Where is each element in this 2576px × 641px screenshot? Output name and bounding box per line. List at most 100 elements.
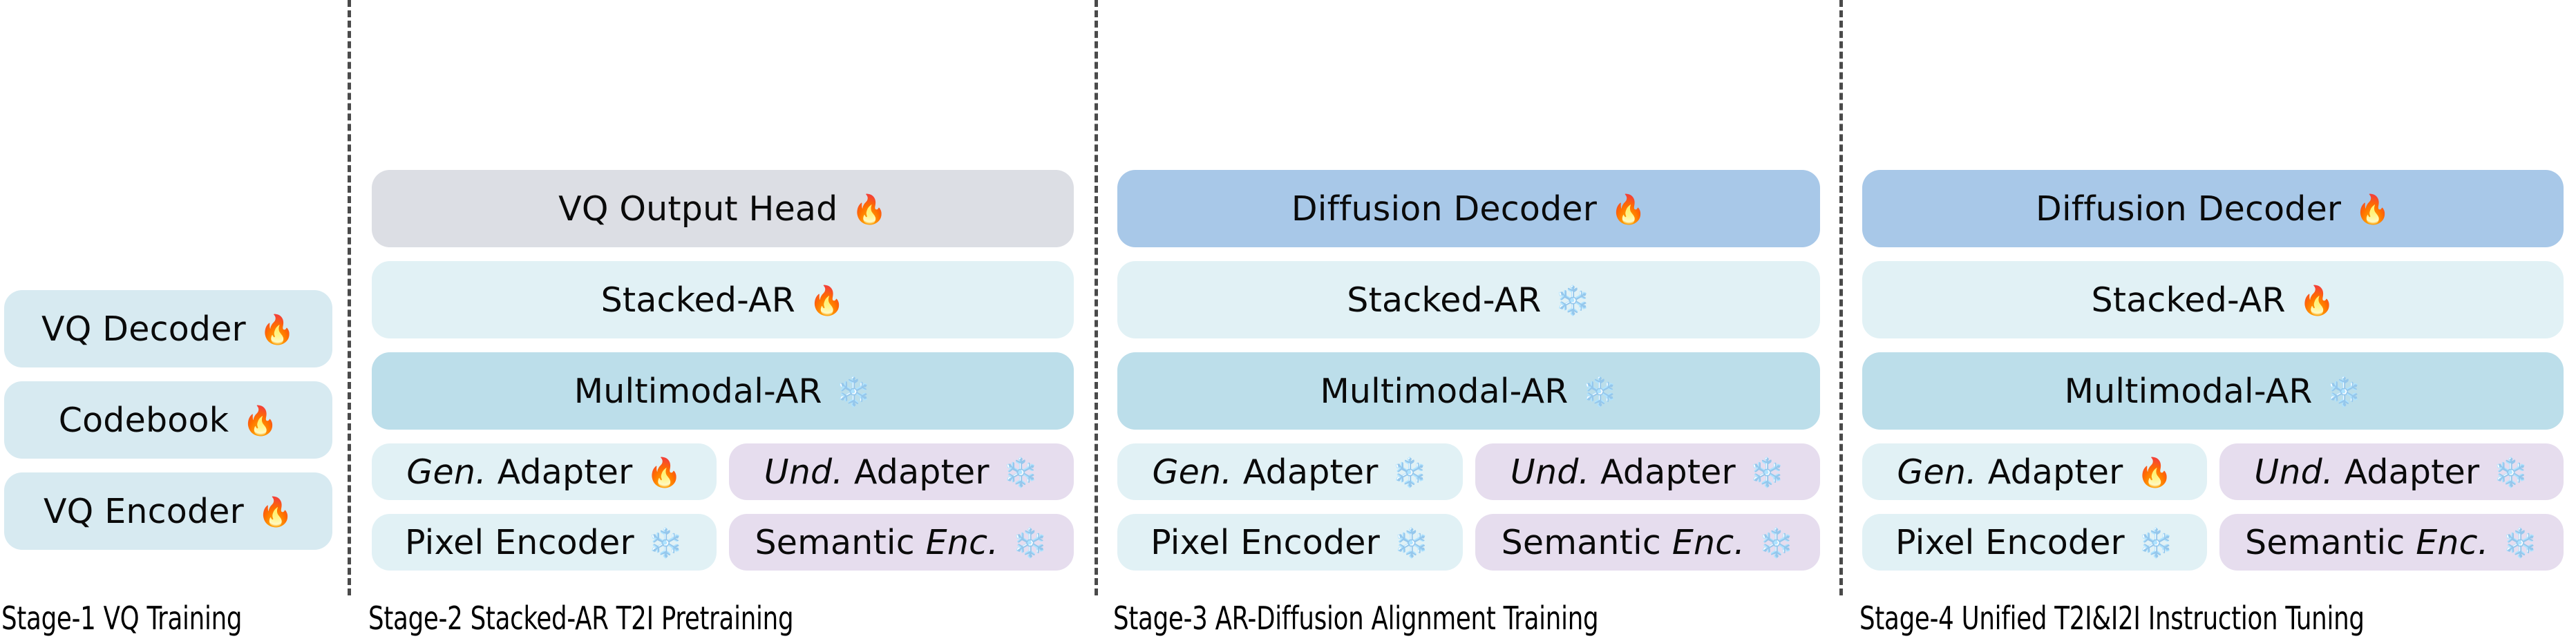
- stage-4-row-encoders: Pixel Encoder ❄️ Semantic Enc. ❄️: [1862, 514, 2564, 571]
- box-diffusion-decoder[interactable]: Diffusion Decoder 🔥: [1862, 170, 2564, 247]
- box-stacked-ar-label: Stacked-AR: [1347, 280, 1542, 320]
- snowflake-icon: ❄️: [1555, 283, 1591, 317]
- stage-2-column: VQ Output Head 🔥 Stacked-AR 🔥 Multimodal…: [351, 0, 1095, 641]
- fire-icon: 🔥: [2137, 455, 2172, 489]
- fire-icon: 🔥: [257, 495, 294, 528]
- box-multimodal-ar-label: Multimodal-AR: [574, 371, 822, 411]
- box-und-adapter[interactable]: Und. Adapter ❄️: [2219, 443, 2564, 500]
- stage-4-column: Diffusion Decoder 🔥 Stacked-AR 🔥 Multimo…: [1843, 0, 2576, 641]
- box-vq-output-head-label: VQ Output Head: [558, 189, 838, 229]
- snowflake-icon: ❄️: [1749, 455, 1785, 489]
- stage-4-caption: Stage-4 Unified T2I&I2I Instruction Tuni…: [1859, 600, 2365, 637]
- snowflake-icon: ❄️: [1393, 526, 1430, 559]
- box-gen-adapter[interactable]: Gen. Adapter 🔥: [371, 443, 717, 500]
- semantic-plain: Semantic: [755, 522, 926, 562]
- box-gen-adapter[interactable]: Gen. Adapter ❄️: [1117, 443, 1463, 500]
- und-adapter-italic: Und.: [1510, 452, 1590, 492]
- stage-2-row-multimodal-ar: Multimodal-AR ❄️: [371, 352, 1074, 430]
- box-stacked-ar[interactable]: Stacked-AR ❄️: [1117, 261, 1821, 338]
- stage-3-row-multimodal-ar: Multimodal-AR ❄️: [1117, 352, 1821, 430]
- box-multimodal-ar[interactable]: Multimodal-AR ❄️: [1117, 352, 1821, 430]
- box-codebook[interactable]: Codebook 🔥: [4, 381, 332, 459]
- box-vq-encoder-label: VQ Encoder: [43, 491, 244, 531]
- box-semantic-enc-label: Semantic Enc.: [1502, 526, 1745, 559]
- box-diffusion-decoder-label: Diffusion Decoder: [1291, 189, 1598, 229]
- box-semantic-enc[interactable]: Semantic Enc. ❄️: [728, 514, 1074, 571]
- snowflake-icon: ❄️: [2326, 374, 2362, 408]
- stage-4-row-stacked-ar: Stacked-AR 🔥: [1862, 261, 2564, 338]
- box-semantic-enc-label: Semantic Enc.: [2245, 526, 2489, 559]
- stage-3-row-adapters: Gen. Adapter ❄️ Und. Adapter ❄️: [1117, 443, 1821, 500]
- snowflake-icon: ❄️: [1003, 455, 1039, 489]
- gen-adapter-rest: Adapter: [486, 452, 633, 492]
- fire-icon: 🔥: [851, 192, 887, 226]
- stage-3-row-stacked-ar: Stacked-AR ❄️: [1117, 261, 1821, 338]
- snowflake-icon: ❄️: [2493, 455, 2529, 489]
- box-stacked-ar-label: Stacked-AR: [600, 280, 795, 320]
- stage-4-row-top: Diffusion Decoder 🔥: [1862, 170, 2564, 247]
- box-vq-decoder[interactable]: VQ Decoder 🔥: [4, 290, 332, 367]
- gen-adapter-italic: Gen.: [406, 452, 486, 492]
- fire-icon: 🔥: [259, 312, 295, 346]
- box-und-adapter-label: Und. Adapter: [2254, 455, 2479, 489]
- stage-1-top-spacer: [4, 199, 332, 276]
- box-pixel-encoder-label: Pixel Encoder: [1895, 522, 2125, 562]
- box-pixel-encoder-label: Pixel Encoder: [404, 522, 634, 562]
- snowflake-icon: ❄️: [835, 374, 871, 408]
- box-und-adapter-label: Und. Adapter: [764, 455, 989, 489]
- divider-1: [347, 0, 351, 595]
- snowflake-icon: ❄️: [1392, 455, 1428, 489]
- und-adapter-rest: Adapter: [1589, 452, 1736, 492]
- stage-2-row-stacked-ar: Stacked-AR 🔥: [371, 261, 1074, 338]
- und-adapter-rest: Adapter: [2333, 452, 2480, 492]
- stage-3-row-encoders: Pixel Encoder ❄️ Semantic Enc. ❄️: [1117, 514, 1821, 571]
- box-stacked-ar[interactable]: Stacked-AR 🔥: [371, 261, 1074, 338]
- box-stacked-ar[interactable]: Stacked-AR 🔥: [1862, 261, 2564, 338]
- box-und-adapter-label: Und. Adapter: [1510, 455, 1736, 489]
- snowflake-icon: ❄️: [1012, 526, 1048, 559]
- stage-captions-bar: Stage-1 VQ Training Stage-2 Stacked-AR T…: [0, 595, 2576, 641]
- snowflake-icon: ❄️: [1582, 374, 1618, 408]
- und-adapter-rest: Adapter: [843, 452, 989, 492]
- snowflake-icon: ❄️: [2502, 526, 2538, 559]
- box-semantic-enc[interactable]: Semantic Enc. ❄️: [2219, 514, 2564, 571]
- box-vq-output-head[interactable]: VQ Output Head 🔥: [371, 170, 1074, 247]
- box-diffusion-decoder-label: Diffusion Decoder: [2036, 189, 2342, 229]
- gen-adapter-rest: Adapter: [1976, 452, 2123, 492]
- box-diffusion-decoder[interactable]: Diffusion Decoder 🔥: [1117, 170, 1821, 247]
- divider-3: [1839, 0, 1844, 595]
- semantic-plain: Semantic: [1501, 522, 1672, 562]
- stage-1-rows: VQ Decoder 🔥 Codebook 🔥 VQ Encoder 🔥: [4, 46, 332, 641]
- stage-1-column: VQ Decoder 🔥 Codebook 🔥 VQ Encoder 🔥: [0, 0, 348, 641]
- box-pixel-encoder[interactable]: Pixel Encoder ❄️: [371, 514, 717, 571]
- box-vq-encoder[interactable]: VQ Encoder 🔥: [4, 472, 332, 550]
- box-stacked-ar-label: Stacked-AR: [2091, 280, 2286, 320]
- box-multimodal-ar[interactable]: Multimodal-AR ❄️: [371, 352, 1074, 430]
- fire-icon: 🔥: [808, 283, 845, 317]
- box-multimodal-ar-label: Multimodal-AR: [2064, 371, 2313, 411]
- stage-1-row-vq-encoder: VQ Encoder 🔥: [4, 472, 332, 550]
- stage-1-row-vq-decoder: VQ Decoder 🔥: [4, 290, 332, 367]
- box-vq-decoder-label: VQ Decoder: [41, 309, 246, 349]
- box-und-adapter[interactable]: Und. Adapter ❄️: [728, 443, 1074, 500]
- gen-adapter-italic: Gen.: [1897, 452, 1977, 492]
- stage-1-caption-cell: Stage-1 VQ Training: [0, 600, 341, 637]
- box-gen-adapter-label: Gen. Adapter: [406, 455, 632, 489]
- stage-2-row-top: VQ Output Head 🔥: [371, 170, 1074, 247]
- snowflake-icon: ❄️: [647, 526, 683, 559]
- box-gen-adapter[interactable]: Gen. Adapter 🔥: [1862, 443, 2207, 500]
- box-und-adapter[interactable]: Und. Adapter ❄️: [1475, 443, 1821, 500]
- box-pixel-encoder[interactable]: Pixel Encoder ❄️: [1862, 514, 2207, 571]
- und-adapter-italic: Und.: [764, 452, 844, 492]
- semantic-italic: Enc.: [1671, 522, 1745, 562]
- stage-2-caption: Stage-2 Stacked-AR T2I Pretraining: [368, 600, 794, 637]
- box-pixel-encoder[interactable]: Pixel Encoder ❄️: [1117, 514, 1463, 571]
- snowflake-icon: ❄️: [2138, 526, 2174, 559]
- stage-1-caption: Stage-1 VQ Training: [1, 600, 243, 637]
- box-semantic-enc[interactable]: Semantic Enc. ❄️: [1475, 514, 1821, 571]
- box-pixel-encoder-label: Pixel Encoder: [1150, 522, 1380, 562]
- box-multimodal-ar[interactable]: Multimodal-AR ❄️: [1862, 352, 2564, 430]
- box-multimodal-ar-label: Multimodal-AR: [1320, 371, 1569, 411]
- stage-4-row-multimodal-ar: Multimodal-AR ❄️: [1862, 352, 2564, 430]
